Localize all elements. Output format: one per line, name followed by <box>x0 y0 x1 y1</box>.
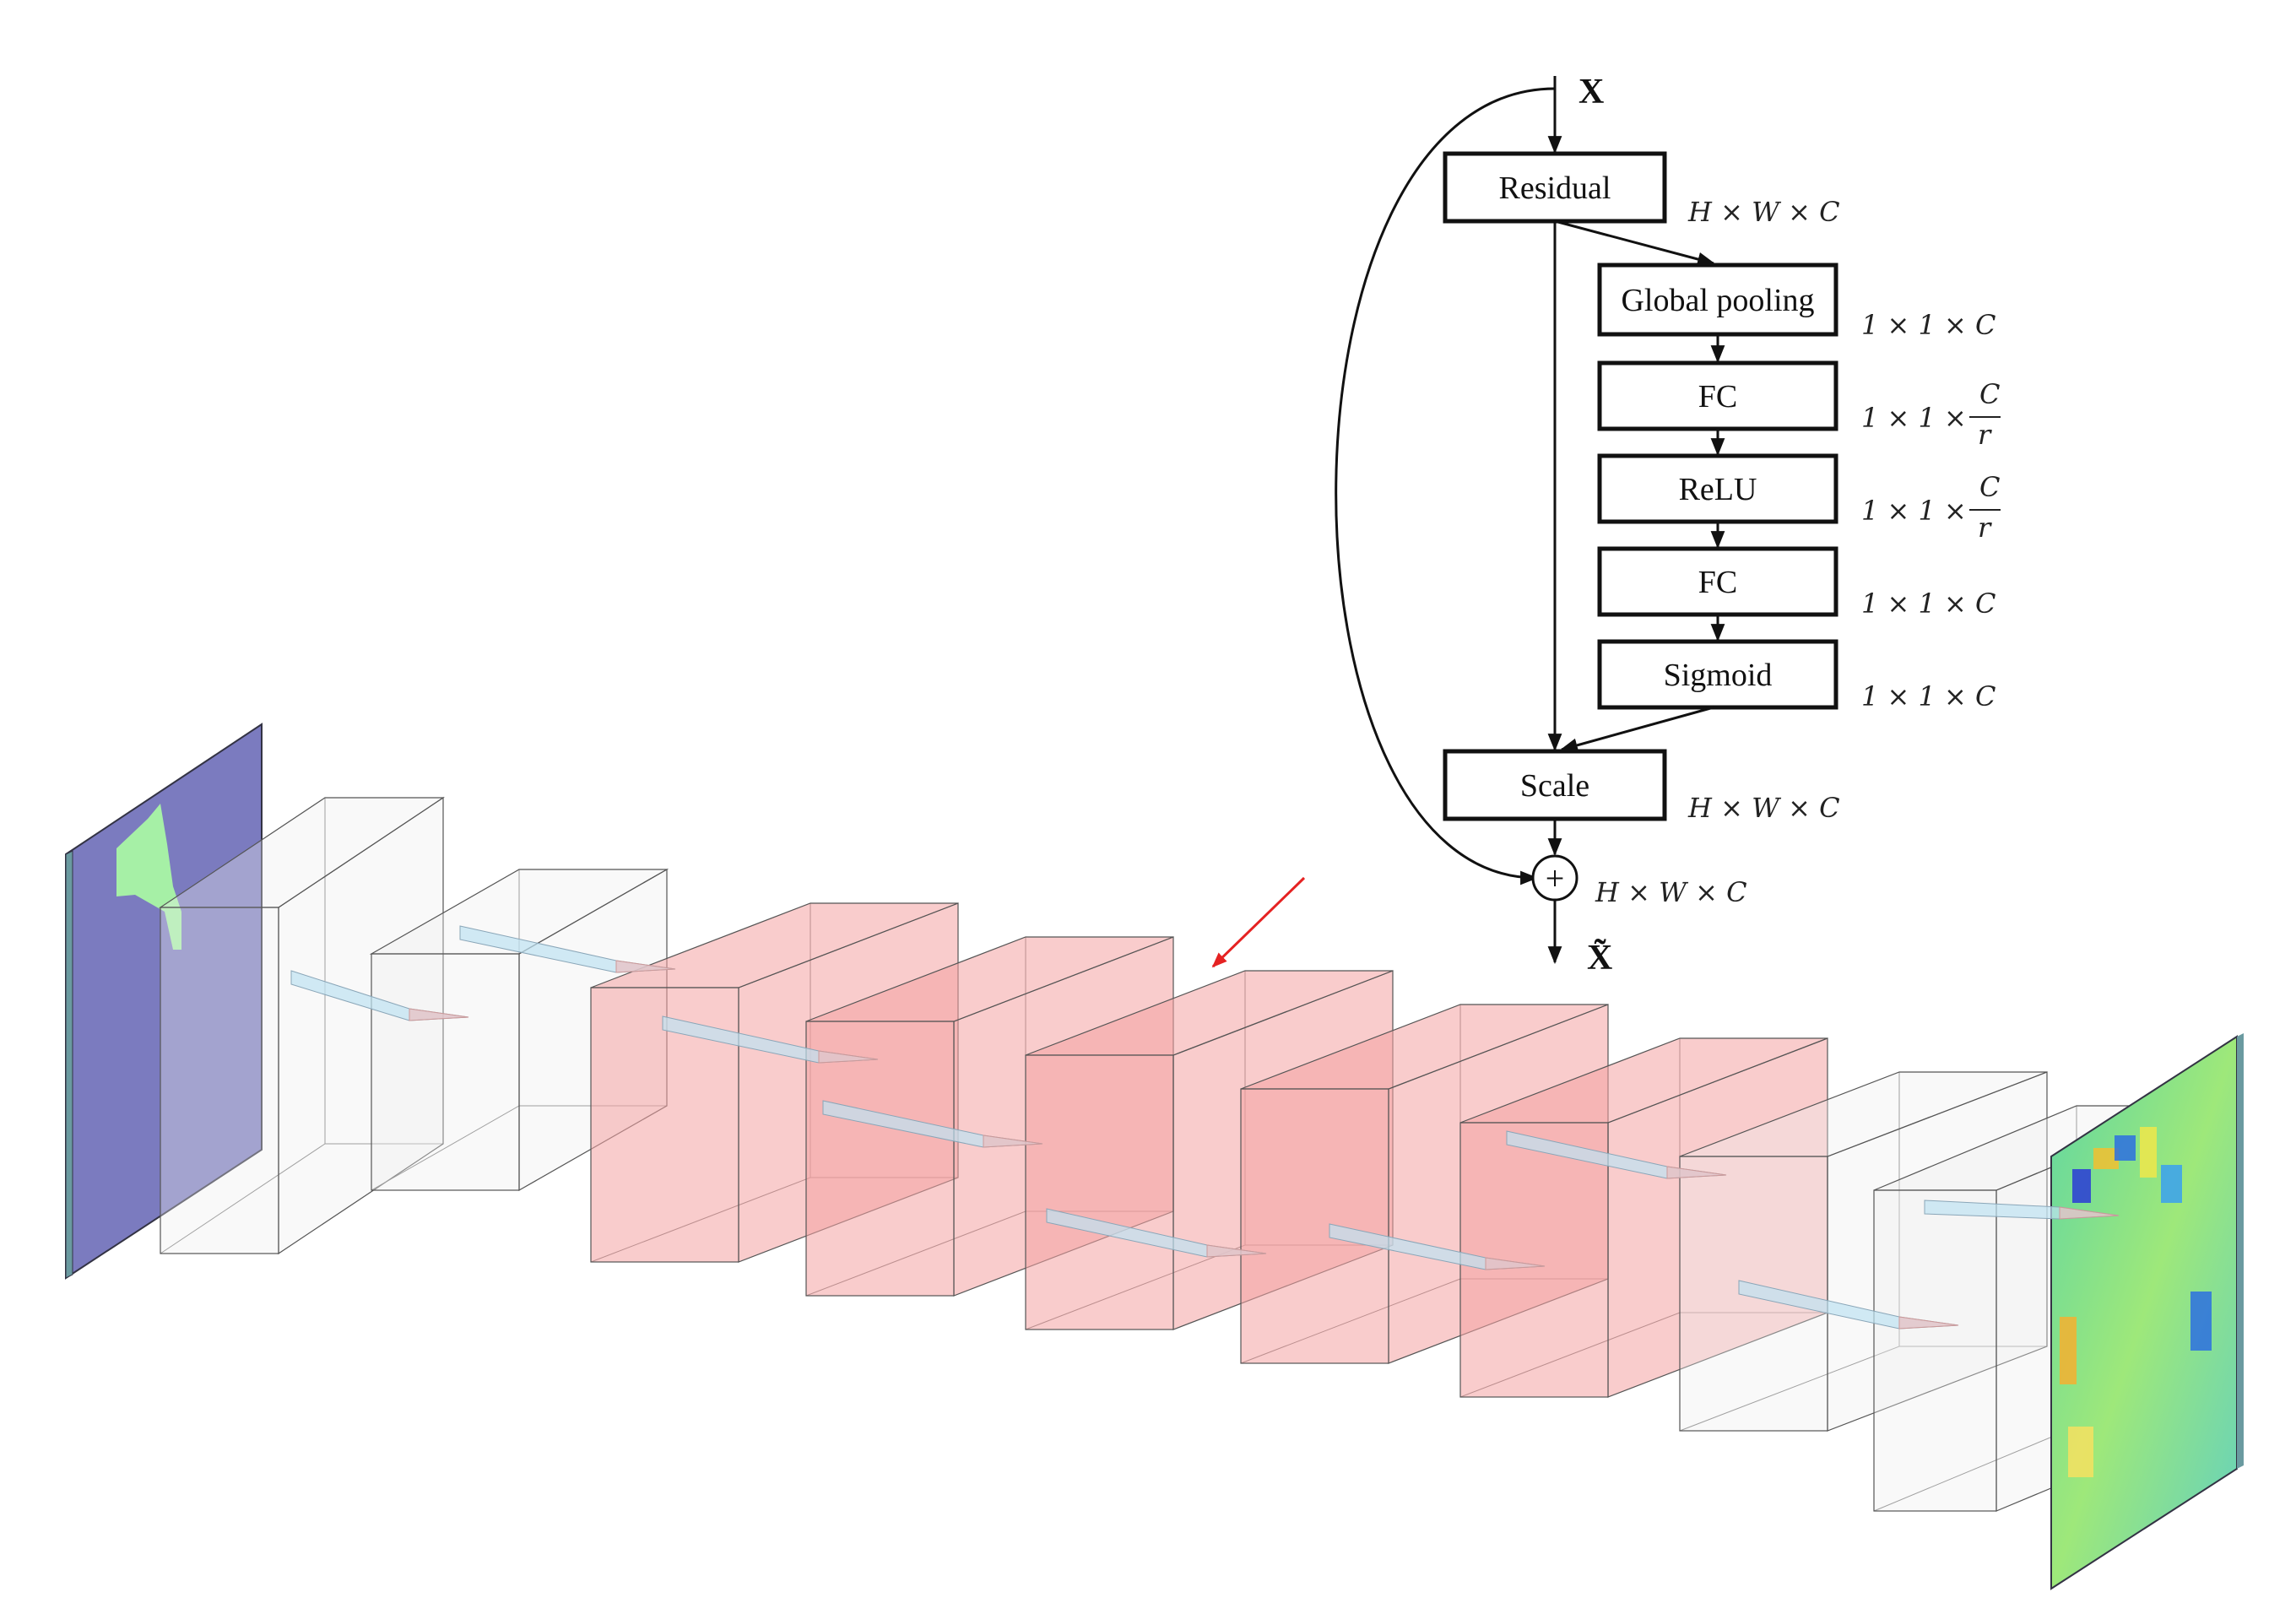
fc1-dim-prefix: 1 × 1 × <box>1861 402 1967 434</box>
relu-frac-den: r <box>1978 512 1992 544</box>
layer-block-front <box>1240 1088 1389 1364</box>
connector-prism-tip <box>2059 1206 2120 1220</box>
heatmap-patch <box>2060 1317 2077 1384</box>
skip-connection-edge <box>1335 87 1556 885</box>
relu-frac-num: C <box>1979 471 2000 503</box>
heatmap-patch <box>2072 1169 2091 1203</box>
residual-dim: H × W × C <box>1687 196 1840 228</box>
connector-prism-tip <box>615 960 676 973</box>
input-map-region <box>116 804 181 950</box>
connector-prism-tip <box>1485 1257 1546 1270</box>
residual-label: Residual <box>1499 171 1611 206</box>
connector-prism-tip <box>1898 1316 1959 1330</box>
input-label: X <box>1578 73 1604 111</box>
heatmap-patch <box>2140 1127 2157 1178</box>
input-map-edge <box>65 850 73 1279</box>
connector-prism-tip <box>409 1008 469 1021</box>
fc1-label: FC <box>1698 379 1737 414</box>
branch-edge <box>1554 219 1716 267</box>
connector-prism-tip <box>1206 1244 1267 1258</box>
heatmap-patch <box>2115 1135 2136 1161</box>
output-heatmap-edge <box>2237 1033 2244 1469</box>
residual-box <box>1443 151 1667 224</box>
layer-block-front <box>371 953 520 1191</box>
edge-sigmoid-scale <box>1559 706 1714 753</box>
connector-prism-tip <box>1666 1166 1727 1179</box>
fc1-frac-den: r <box>1978 419 1992 451</box>
relu-box <box>1597 453 1838 524</box>
global-pooling-dim: 1 × 1 × C <box>1861 309 1996 341</box>
sigmoid-box <box>1597 639 1838 710</box>
fc2-dim: 1 × 1 × C <box>1861 588 1996 620</box>
heatmap-patch <box>2190 1292 2212 1351</box>
relu-label: ReLU <box>1679 472 1757 507</box>
sigmoid-label: Sigmoid <box>1664 658 1773 693</box>
sigmoid-dim: 1 × 1 × C <box>1861 680 1996 712</box>
layer-block-front <box>1025 1054 1174 1330</box>
connector-prism-tip <box>983 1135 1043 1148</box>
fc1-frac-num: C <box>1979 378 2000 410</box>
relu-dim-prefix: 1 × 1 × <box>1861 495 1967 527</box>
sum-symbol: + <box>1546 859 1565 897</box>
layer-block-front <box>1873 1189 1997 1512</box>
heatmap-patch <box>2068 1427 2093 1477</box>
sum-dim: H × W × C <box>1595 876 1747 908</box>
se-block-diagram: X Residual H × W × C Global pooling 1 × … <box>1335 73 2001 978</box>
output-label: X̃ <box>1587 939 1612 978</box>
fc2-box <box>1597 546 1838 617</box>
heatmap-patch <box>2161 1165 2182 1203</box>
global-pooling-label: Global pooling <box>1621 283 1814 318</box>
pointer-arrow <box>1211 876 1306 968</box>
layer-block-front <box>160 907 279 1254</box>
network-diagram <box>65 723 2244 1590</box>
scale-label: Scale <box>1520 768 1589 804</box>
fc2-label: FC <box>1698 565 1737 600</box>
connector-prism-tip <box>818 1050 879 1064</box>
scale-dim: H × W × C <box>1687 792 1840 824</box>
layer-block-front <box>805 1021 955 1297</box>
